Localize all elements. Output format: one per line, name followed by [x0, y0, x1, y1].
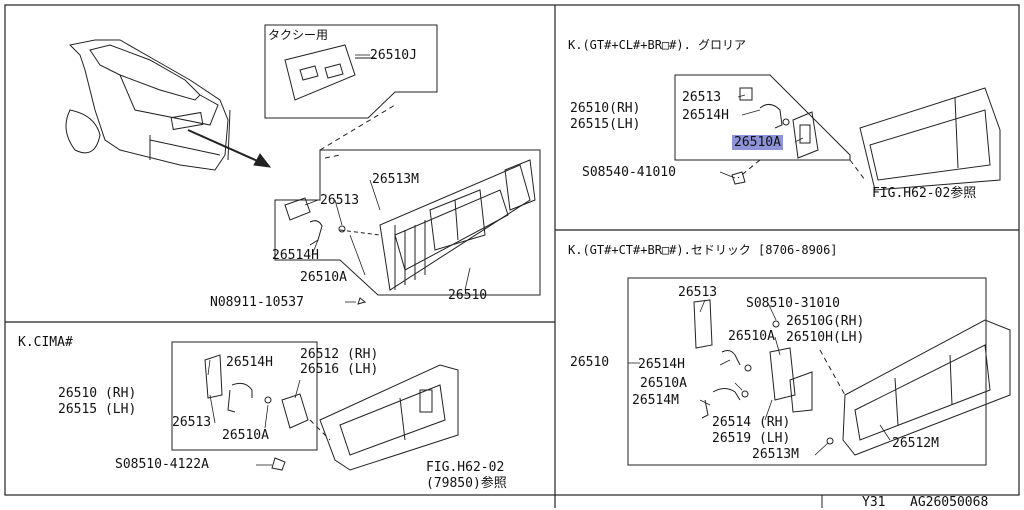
part-26513: 26513 — [172, 415, 212, 430]
part-26510A-highlighted[interactable]: 26510A — [732, 135, 783, 150]
sheet-code: Y31 — [862, 495, 886, 510]
part-26512-rh: 26512 (RH) — [300, 347, 379, 362]
part-26510-rh: 26510(RH) — [570, 101, 641, 116]
drawing-number: AG26050068 — [910, 495, 989, 510]
part-26510A-lower: 26510A — [640, 376, 687, 391]
cima-title: K.CIMA# — [18, 335, 73, 350]
screw-S08510: S08510-31010 — [746, 296, 840, 311]
fig-ref-cima: FIG.H62-02 — [426, 460, 505, 475]
part-26514H: 26514H — [638, 357, 685, 372]
part-26513M: 26513M — [372, 172, 419, 187]
taxi-label: タクシー用 — [268, 28, 329, 42]
part-26510-rh: 26510 (RH) — [58, 386, 137, 401]
frame — [4, 4, 1020, 508]
screw-S08540: S08540-41010 — [582, 165, 676, 180]
part-26514-rh: 26514 (RH) — [712, 415, 791, 430]
leader-lines — [207, 54, 891, 466]
part-26512M: 26512M — [892, 436, 939, 451]
part-26514H: 26514H — [272, 248, 319, 263]
part-26510: 26510 — [448, 288, 488, 303]
part-26510A: 26510A — [300, 270, 347, 285]
cedric-title: K.(GT#+CT#+BR□#).セドリック [8706-8906] — [568, 243, 838, 257]
fig-sub-cima: (79850)参照 — [426, 476, 507, 491]
part-26515-lh: 26515 (LH) — [58, 402, 137, 417]
part-26515-lh: 26515(LH) — [570, 117, 641, 132]
gloria-assembly-box — [674, 74, 1001, 191]
main-assembly-box — [274, 104, 541, 305]
part-26514M: 26514M — [632, 393, 679, 408]
car-rear-illustration — [65, 39, 231, 171]
part-26516-lh: 26516 (LH) — [300, 362, 379, 377]
part-26510: 26510 — [570, 355, 610, 370]
screw-S08510: S08510-4122A — [115, 457, 209, 472]
part-26510G-rh: 26510G(RH) — [786, 314, 865, 329]
part-26510J: 26510J — [370, 48, 417, 63]
part-26514H: 26514H — [226, 355, 273, 370]
taxi-plate-box — [264, 24, 438, 119]
part-26519-lh: 26519 (LH) — [712, 431, 791, 446]
part-26510A-upper: 26510A — [728, 329, 775, 344]
part-26510H-lh: 26510H(LH) — [786, 330, 865, 345]
screw-N08911: N08911-10537 — [210, 295, 304, 310]
cima-assembly-box — [171, 341, 459, 471]
part-26510A: 26510A — [222, 428, 269, 443]
part-26513M: 26513M — [752, 447, 799, 462]
fig-ref-gloria: FIG.H62-02参照 — [872, 186, 977, 201]
part-26513: 26513 — [678, 285, 718, 300]
part-26513: 26513 — [320, 193, 360, 208]
cedric-assembly-box — [627, 277, 1011, 466]
pointer-arrow — [187, 129, 272, 168]
gloria-title: K.(GT#+CL#+BR□#). グロリア — [568, 38, 747, 52]
part-26514H: 26514H — [682, 108, 729, 123]
part-26513: 26513 — [682, 90, 722, 105]
